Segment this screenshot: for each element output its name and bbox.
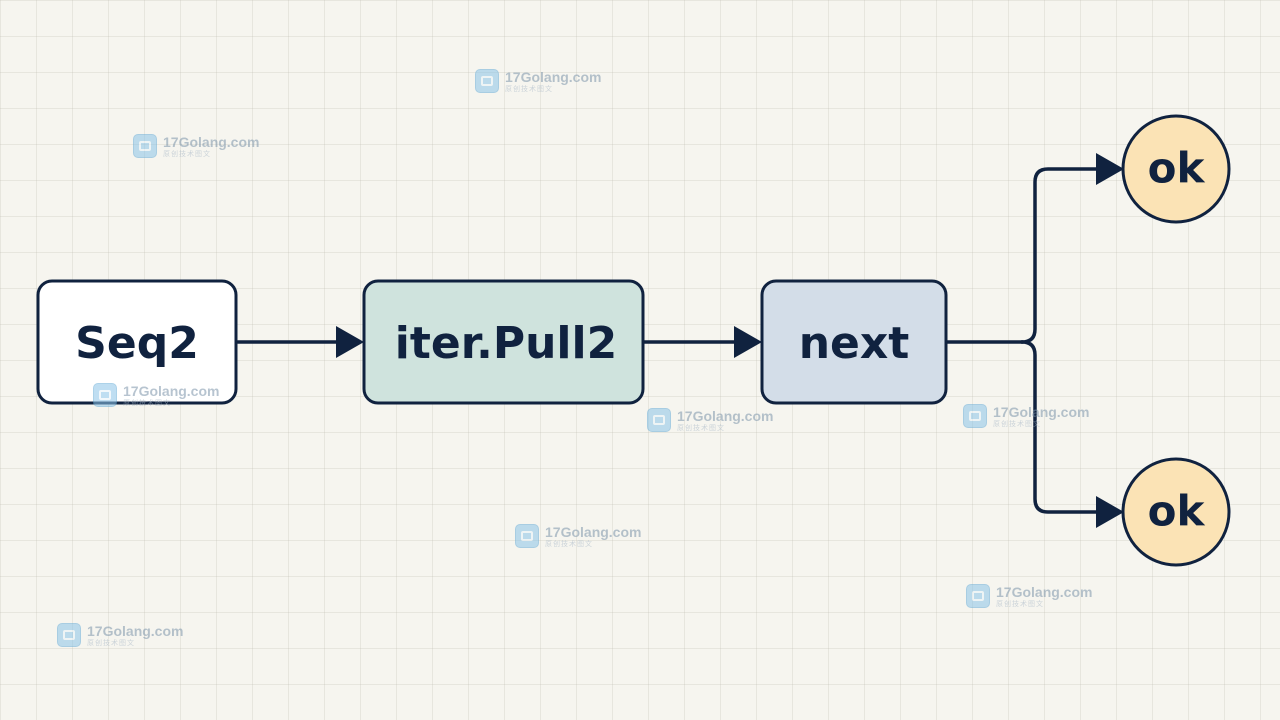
- image-icon: [647, 408, 671, 432]
- watermark-subtitle: 原创技术图文: [87, 638, 135, 647]
- watermark-site: 17Golang.com: [505, 68, 602, 85]
- image-icon: [966, 584, 990, 608]
- watermark-site: 17Golang.com: [545, 523, 642, 540]
- node-ok-bottom-circle: [1121, 457, 1231, 567]
- image-icon: [515, 524, 539, 548]
- node-next-label: next: [799, 318, 910, 369]
- watermark-subtitle: 原创技术图文: [993, 419, 1041, 428]
- watermark-subtitle: 原创技术图文: [163, 149, 211, 158]
- edge-next-to-ok-bottom: [1020, 340, 1100, 514]
- node-seq2-label: Seq2: [75, 318, 199, 369]
- watermark: 17Golang.com 原创技术图文: [57, 623, 183, 647]
- watermark-site: 17Golang.com: [677, 407, 774, 424]
- edges: [236, 167, 1100, 514]
- image-icon: [57, 623, 81, 647]
- image-icon: [93, 383, 117, 407]
- image-icon: [963, 404, 987, 428]
- arrowheads: [336, 153, 1124, 528]
- watermark: 17Golang.com 原创技术图文: [647, 408, 773, 432]
- watermark-subtitle: 原创技术图文: [677, 423, 725, 432]
- arrowhead-ok-bottom: [1096, 496, 1124, 528]
- node-iter-pull2-label: iter.Pull2: [395, 318, 617, 369]
- watermark: 17Golang.com 原创技术图文: [475, 69, 601, 93]
- watermark-site: 17Golang.com: [993, 403, 1090, 420]
- node-ok-top: ok: [1121, 114, 1231, 224]
- image-icon: [475, 69, 499, 93]
- arrowhead-next: [734, 326, 762, 358]
- watermark: 17Golang.com 原创技术图文: [93, 383, 219, 407]
- node-seq2-box: [36, 279, 238, 405]
- node-ok-bottom-label: ok: [1148, 487, 1206, 536]
- node-next: next: [760, 279, 948, 405]
- node-ok-top-circle: [1121, 114, 1231, 224]
- node-seq2: Seq2: [36, 279, 238, 405]
- watermark-site: 17Golang.com: [123, 382, 220, 399]
- watermark-site: 17Golang.com: [996, 583, 1093, 600]
- watermark: 17Golang.com 原创技术图文: [515, 524, 641, 548]
- watermark-site: 17Golang.com: [87, 622, 184, 639]
- arrowhead-pull2: [336, 326, 364, 358]
- node-iter-pull2-box: [362, 279, 645, 405]
- watermark-subtitle: 原创技术图文: [996, 599, 1044, 608]
- watermark: 17Golang.com 原创技术图文: [966, 584, 1092, 608]
- node-ok-top-label: ok: [1148, 144, 1206, 193]
- image-icon: [133, 134, 157, 158]
- watermark-site: 17Golang.com: [163, 133, 260, 150]
- edge-next-to-ok-top: [1020, 167, 1100, 344]
- watermark-subtitle: 原创技术图文: [545, 539, 593, 548]
- node-iter-pull2: iter.Pull2: [362, 279, 645, 405]
- watermark: 17Golang.com 原创技术图文: [133, 134, 259, 158]
- watermark: 17Golang.com 原创技术图文: [963, 404, 1089, 428]
- watermark-subtitle: 原创技术图文: [505, 84, 553, 93]
- watermark-subtitle: 原创技术图文: [123, 398, 171, 407]
- arrowhead-ok-top: [1096, 153, 1124, 185]
- node-next-box: [760, 279, 948, 405]
- node-ok-bottom: ok: [1121, 457, 1231, 567]
